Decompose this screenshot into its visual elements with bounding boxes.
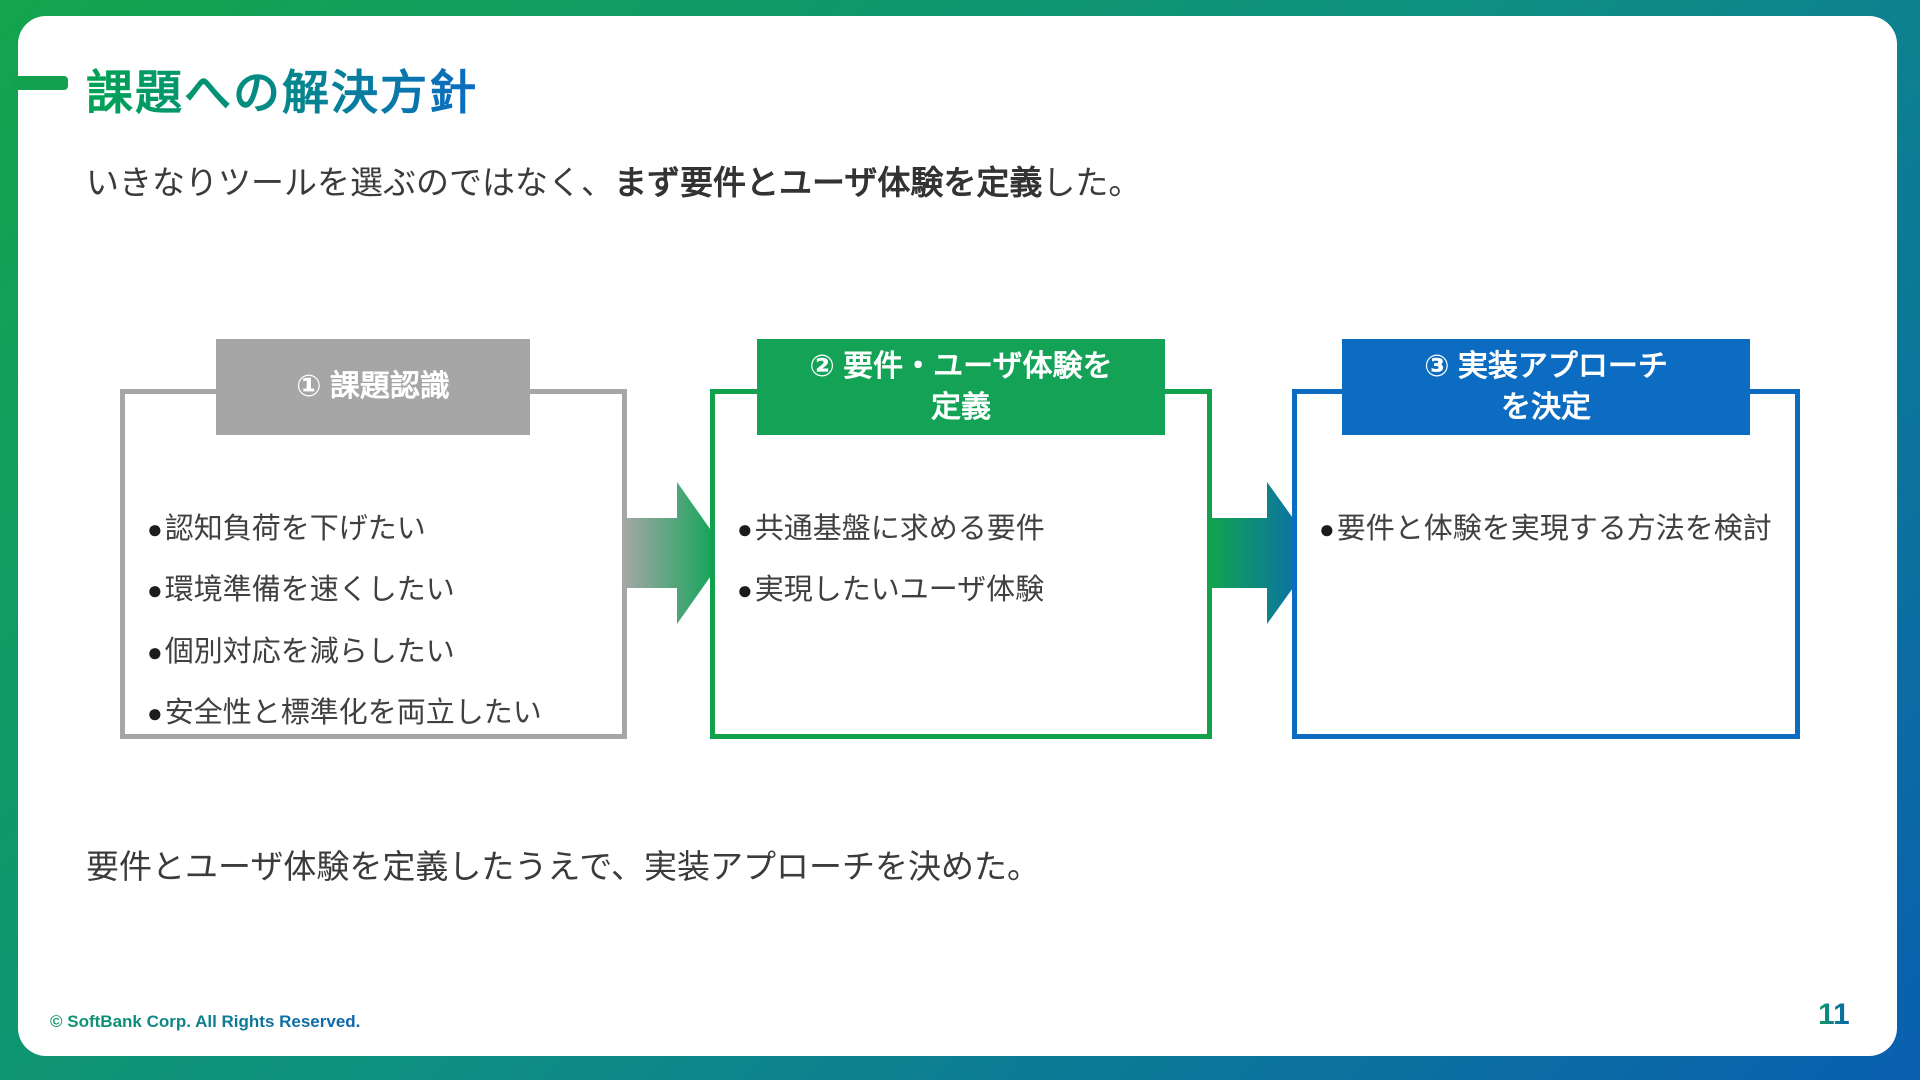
bullet-icon: ● bbox=[1319, 514, 1335, 544]
list-item: ● 環境準備を速くしたい bbox=[147, 571, 608, 609]
list-item-label: 環境準備を速くしたい bbox=[164, 574, 455, 607]
step-box-3: ● 要件と体験を実現する方法を検討 bbox=[1292, 389, 1800, 739]
arrow-right-icon bbox=[622, 482, 727, 624]
bullet-list-2: ● 共通基盤に求める要件 ● 実現したいユーザ体験 bbox=[715, 510, 1207, 633]
list-item: ● 安全性と標準化を両立したい bbox=[147, 694, 608, 732]
bullet-icon: ● bbox=[147, 636, 163, 667]
step-header-2: ② 要件・ユーザ体験を 定義 bbox=[757, 339, 1165, 435]
bullet-list-1: ● 認知負荷を下げたい ● 環境準備を速くしたい ● 個別対応を減らしたい ● … bbox=[125, 510, 622, 755]
list-item-label: 認知負荷を下げたい bbox=[164, 513, 426, 545]
list-item-label: 実現したいユーザ体験 bbox=[754, 574, 1045, 607]
list-item-label: 個別対応を減らしたい bbox=[164, 635, 455, 668]
step-header-label: ③ 実装アプローチ bbox=[1424, 349, 1668, 383]
step-header-label: ② 要件・ユーザ体験を bbox=[809, 349, 1113, 383]
list-item: ● 認知負荷を下げたい bbox=[147, 510, 608, 548]
subtitle-suffix: した。 bbox=[1042, 164, 1142, 201]
bullet-icon: ● bbox=[147, 514, 163, 544]
slide-subtitle: いきなりツールを選ぶのではなく、まず要件とユーザ体験を定義した。 bbox=[86, 156, 1141, 204]
step-header-3: ③ 実装アプローチ を決定 bbox=[1342, 339, 1750, 435]
list-item: ● 要件と体験を実現する方法を検討 bbox=[1319, 510, 1781, 548]
page-number: 11 bbox=[1818, 998, 1850, 1031]
list-item-label: 共通基盤に求める要件 bbox=[754, 513, 1045, 545]
step-header-label: 定義 bbox=[931, 391, 991, 424]
subtitle-prefix: いきなりツールを選ぶのではなく、 bbox=[86, 164, 614, 201]
step-header-label: を決定 bbox=[1501, 391, 1591, 424]
copyright-text: © SoftBank Corp. All Rights Reserved. bbox=[50, 1012, 361, 1031]
step-header-label: ① 課題認識 bbox=[296, 370, 450, 404]
subtitle-emphasis: まず要件とユーザ体験を定義 bbox=[614, 164, 1043, 201]
bullet-icon: ● bbox=[147, 575, 163, 606]
bullet-icon: ● bbox=[147, 697, 163, 728]
bullet-icon: ● bbox=[737, 575, 753, 606]
bullet-list-3: ● 要件と体験を実現する方法を検討 bbox=[1297, 510, 1795, 571]
step-header-1: ① 課題認識 bbox=[216, 339, 530, 435]
list-item-label: 安全性と標準化を両立したい bbox=[164, 696, 542, 729]
conclusion-text: 要件とユーザ体験を定義したうえで、実装アプローチを決めた。 bbox=[86, 848, 1041, 885]
step-box-1: ● 認知負荷を下げたい ● 環境準備を速くしたい ● 個別対応を減らしたい ● … bbox=[120, 389, 627, 739]
list-item: ● 実現したいユーザ体験 bbox=[737, 571, 1193, 609]
page-title: 課題への解決方針 bbox=[86, 54, 478, 123]
step-box-2: ● 共通基盤に求める要件 ● 実現したいユーザ体験 bbox=[710, 389, 1212, 739]
list-item: ● 共通基盤に求める要件 bbox=[737, 510, 1193, 548]
title-dash bbox=[14, 76, 68, 90]
list-item: ● 個別対応を減らしたい bbox=[147, 633, 608, 671]
bullet-icon: ● bbox=[737, 514, 753, 544]
arrow-right-icon bbox=[1211, 482, 1318, 624]
list-item-label: 要件と体験を実現する方法を検討 bbox=[1336, 513, 1772, 545]
